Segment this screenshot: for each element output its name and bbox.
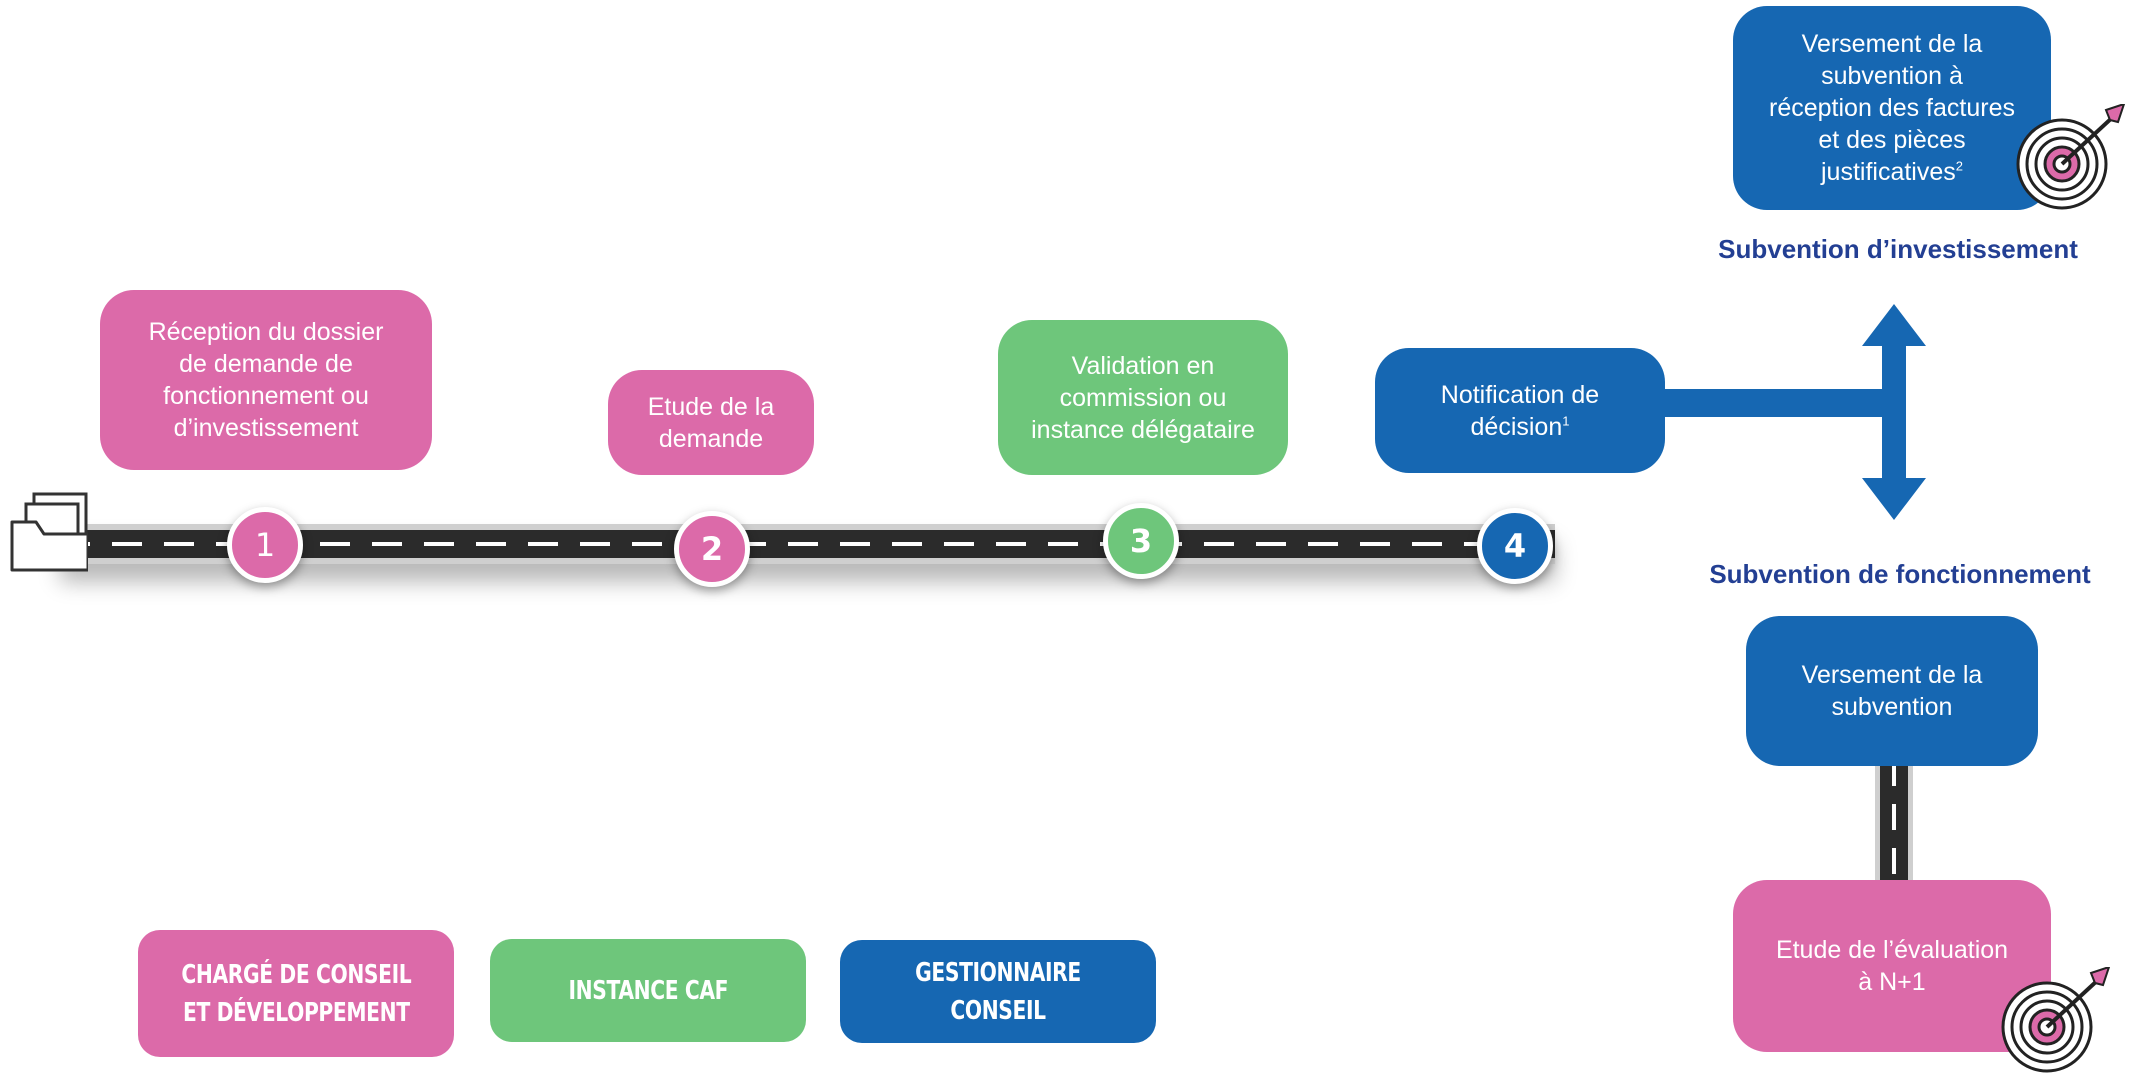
road-dashes-vertical <box>1892 760 1896 885</box>
step-1-line: fonctionnement ou <box>163 382 369 410</box>
step-2-circle: 2 <box>674 511 750 587</box>
legend-gestionnaire-label: GESTIONNAIRE CONSEIL <box>915 957 1081 1026</box>
evaluation-box: Etude de l’évaluation à N+1 <box>1733 880 2051 1052</box>
invest-line-last: justificatives <box>1820 158 1956 186</box>
legend-instance-caf: INSTANCE CAF <box>490 939 806 1042</box>
target-icon <box>2010 102 2129 216</box>
invest-line: et des pièces <box>1818 126 1966 154</box>
invest-line: Versement de la <box>1801 30 1983 58</box>
invest-line: justificatives2 <box>1769 156 2015 188</box>
versement-investissement-box: Versement de la subvention à réception d… <box>1733 6 2051 210</box>
branch-connector <box>1660 389 1905 417</box>
evaluation-line: Etude de l’évaluation <box>1775 936 2009 964</box>
step-2-line: Etude de la <box>647 392 775 421</box>
step-1-line: de demande de <box>179 350 353 378</box>
fonct-line: subvention <box>1831 693 1953 721</box>
folder-icon <box>8 490 90 574</box>
step-4-line: décision1 <box>1441 411 1599 443</box>
footnote-2-superscript: 2 <box>1955 158 1963 174</box>
legend-gestionnaire-conseil: GESTIONNAIRE CONSEIL <box>840 940 1156 1043</box>
step-4-line: Notification de <box>1440 380 1600 409</box>
legend-charge-conseil: CHARGÉ DE CONSEIL ET DÉVELOPPEMENT <box>138 930 454 1057</box>
step-2-line: demande <box>658 424 764 453</box>
step-4-circle: 4 <box>1477 508 1553 584</box>
road-dashes <box>60 542 1555 546</box>
legend-charge-line: CHARGÉ DE CONSEIL <box>181 959 411 990</box>
versement-fonctionnement-box: Versement de la subvention <box>1746 616 2038 766</box>
footnote-1-superscript: 1 <box>1562 413 1570 429</box>
step-1-box: Réception du dossier de demande de fonct… <box>100 290 432 470</box>
legend-charge-line: ET DÉVELOPPEMENT <box>182 997 410 1028</box>
double-arrow-icon <box>1858 304 1930 520</box>
target-icon <box>1995 965 2115 1079</box>
step-1-line: Réception du dossier <box>148 318 384 346</box>
step-4-text: décision <box>1470 412 1563 441</box>
step-3-line: commission ou <box>1059 383 1227 412</box>
main-road <box>60 524 1555 564</box>
step-3-line: Validation en <box>1071 351 1215 380</box>
step-1-line: d’investissement <box>173 414 359 442</box>
invest-line: réception des factures <box>1769 94 2015 122</box>
step-2-box: Etude de la demande <box>608 370 814 475</box>
step-1-circle: 1 <box>227 507 303 583</box>
step-4-box: Notification de décision1 <box>1375 348 1665 473</box>
fonct-line: Versement de la <box>1801 661 1983 689</box>
vertical-road <box>1875 760 1913 885</box>
subvention-fonctionnement-title: Subvention de fonctionnement <box>1709 559 2091 589</box>
evaluation-line: à N+1 <box>1858 968 1926 996</box>
subvention-investissement-title: Subvention d’investissement <box>1718 234 2078 264</box>
step-3-box: Validation en commission ou instance dél… <box>998 320 1288 475</box>
invest-line: subvention à <box>1821 62 1963 90</box>
step-3-line: instance délégataire <box>1031 415 1255 444</box>
legend-instance-label: INSTANCE CAF <box>568 975 728 1006</box>
step-3-circle: 3 <box>1103 503 1179 579</box>
